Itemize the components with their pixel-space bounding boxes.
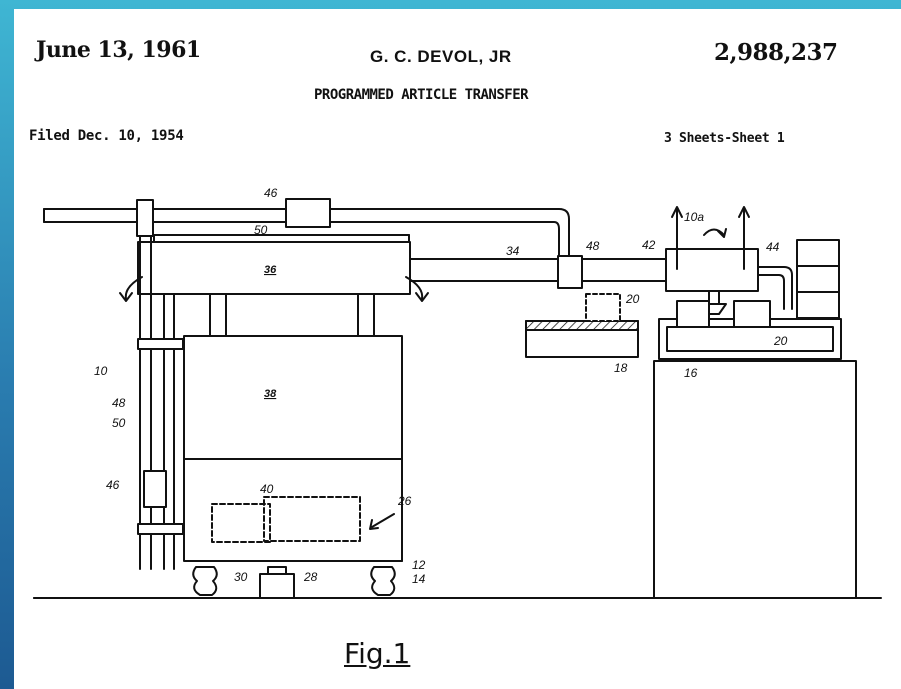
unit-46-top — [285, 198, 331, 228]
label-10a: 10a — [684, 210, 704, 224]
sheet-count: 3 Sheets-Sheet 1 — [664, 131, 785, 146]
gripper-head — [665, 248, 759, 292]
label-28: 28 — [303, 570, 318, 584]
label-46-left: 46 — [106, 478, 120, 492]
label-10: 10 — [94, 364, 108, 378]
label-26: 26 — [397, 494, 412, 508]
unit-48 — [557, 255, 583, 289]
label-38: 38 — [264, 388, 277, 400]
upper-arm — [43, 208, 570, 258]
label-50-top: 50 — [254, 223, 268, 237]
label-48: 48 — [586, 239, 600, 253]
label-36: 36 — [264, 264, 277, 276]
label-44: 44 — [766, 240, 780, 254]
patent-sheet: June 13, 1961 G. C. DEVOL, JR 2,988,237 … — [14, 9, 901, 689]
label-42: 42 — [642, 238, 656, 252]
label-48-left: 48 — [112, 396, 126, 410]
label-46-top: 46 — [264, 186, 278, 200]
patent-date: June 13, 1961 — [36, 37, 201, 63]
label-50-left: 50 — [112, 416, 126, 430]
unit-46-left — [143, 470, 167, 508]
label-14: 14 — [412, 572, 426, 586]
label-16: 16 — [684, 366, 698, 380]
inventor-name: G. C. DEVOL, JR — [370, 47, 512, 66]
label-34: 34 — [506, 244, 520, 258]
carriage-36 — [137, 241, 411, 295]
patent-title: PROGRAMMED ARTICLE TRANSFER — [314, 87, 529, 103]
label-20-top: 20 — [625, 292, 640, 306]
label-30: 30 — [234, 570, 248, 584]
base-body-38 — [183, 335, 403, 562]
column-sleeve — [136, 199, 154, 237]
label-20-right: 20 — [773, 334, 788, 348]
label-18: 18 — [614, 361, 628, 375]
label-40: 40 — [260, 482, 274, 496]
patent-drawing: 46 50 36 34 48 42 10a 44 20 18 20 16 10 … — [33, 186, 882, 599]
figure-caption: Fig.1 — [344, 637, 411, 670]
label-12: 12 — [412, 558, 426, 572]
filed-date: Filed Dec. 10, 1954 — [29, 128, 184, 144]
support-block — [653, 360, 857, 599]
patent-number: 2,988,237 — [714, 39, 838, 66]
